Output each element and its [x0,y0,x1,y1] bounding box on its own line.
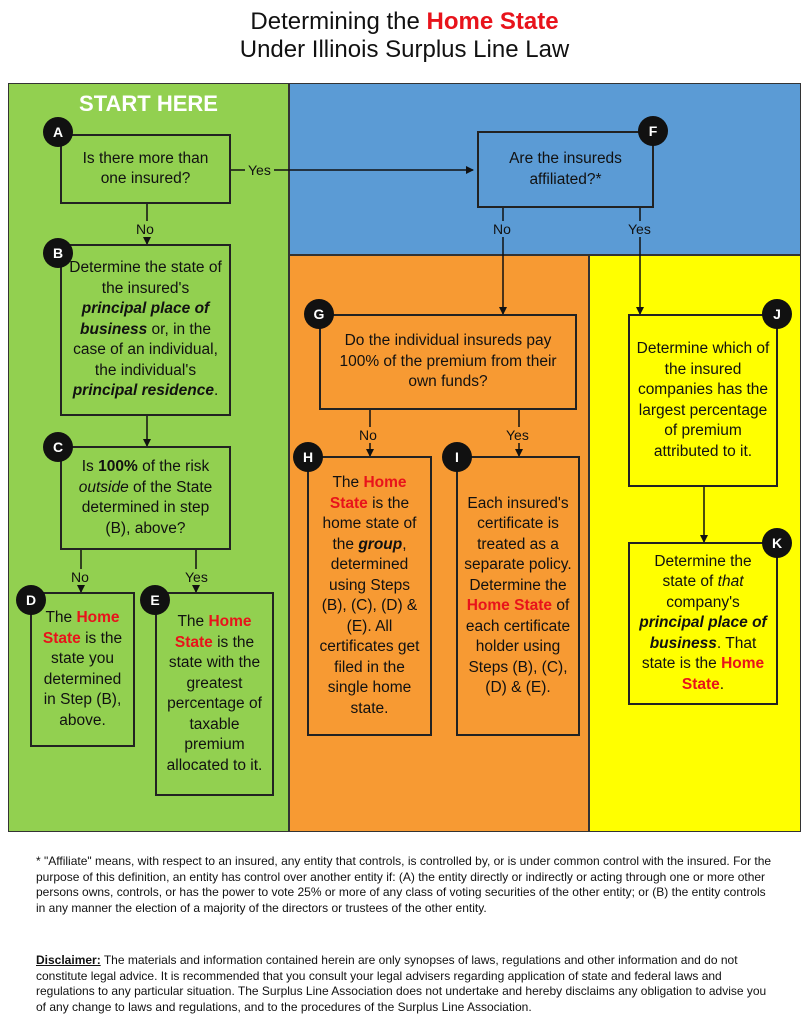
node-h-badge: H [293,442,323,472]
start-here-label: START HERE [79,91,218,116]
node-d-box: The Home State is the state you determin… [30,592,135,747]
node-k-text: Determine the state of that company's pr… [639,552,767,693]
node-g-badge: G [304,299,334,329]
node-c-text: Is 100% of the risk outside of the State… [78,458,213,537]
node-a-box: Is there more than one insured? [60,134,231,204]
node-f-badge: F [638,116,668,146]
disclaimer-text: The materials and information contained … [36,953,767,1014]
node-d-badge: D [16,585,46,615]
node-g-box: Do the individual insureds pay 100% of t… [319,314,577,410]
node-a-text: Is there more than one insured? [82,149,209,188]
edge-label-c-e: Yes [182,569,211,585]
edge-label-c-d: No [68,569,92,585]
node-i-badge: I [442,442,472,472]
edge-label-a-f: Yes [245,162,274,178]
edge-label-a-b: No [133,221,157,237]
page-title: Determining the Home State Under Illinoi… [0,8,809,64]
disclaimer: Disclaimer: The materials and informatio… [36,953,778,1015]
edge-label-f-g: No [490,221,514,237]
title-line2: Under Illinois Surplus Line Law [239,36,570,63]
node-k-badge: K [762,528,792,558]
node-g-text: Do the individual insureds pay 100% of t… [339,332,557,391]
node-e-box: The Home State is the state with the gre… [155,592,274,796]
panel-blue [289,83,801,255]
node-a-badge: A [43,117,73,147]
node-d-text: The Home State is the state you determin… [42,609,123,729]
node-h-box: The Home State is the home state of the … [307,456,432,736]
disclaimer-label: Disclaimer: [36,953,101,967]
node-j-box: Determine which of the insured companies… [628,314,778,487]
node-j-text: Determine which of the insured companies… [636,340,770,460]
node-k-box: Determine the state of that company's pr… [628,542,778,705]
edge-label-f-j: Yes [625,221,654,237]
title-highlight: Home State [426,8,559,35]
node-i-text: Each insured's certificate is treated as… [464,494,572,697]
affiliate-footnote: * "Affiliate" means, with respect to an … [36,854,772,915]
node-i-box: Each insured's certificate is treated as… [456,456,580,736]
node-f-box: Are the insureds affiliated?* [477,131,654,208]
title-line1: Determining the [250,8,427,35]
edge-label-g-i: Yes [503,427,532,443]
node-c-box: Is 100% of the risk outside of the State… [60,446,231,550]
node-h-text: The Home State is the home state of the … [319,474,420,717]
node-b-box: Determine the state of the insured's pri… [60,244,231,416]
node-b-badge: B [43,238,73,268]
node-e-text: The Home State is the state with the gre… [166,613,263,774]
edge-label-g-h: No [356,427,380,443]
node-c-badge: C [43,432,73,462]
node-b-text: Determine the state of the insured's pri… [69,259,222,400]
node-j-badge: J [762,299,792,329]
node-e-badge: E [140,585,170,615]
node-f-text: Are the insureds affiliated?* [509,150,622,188]
